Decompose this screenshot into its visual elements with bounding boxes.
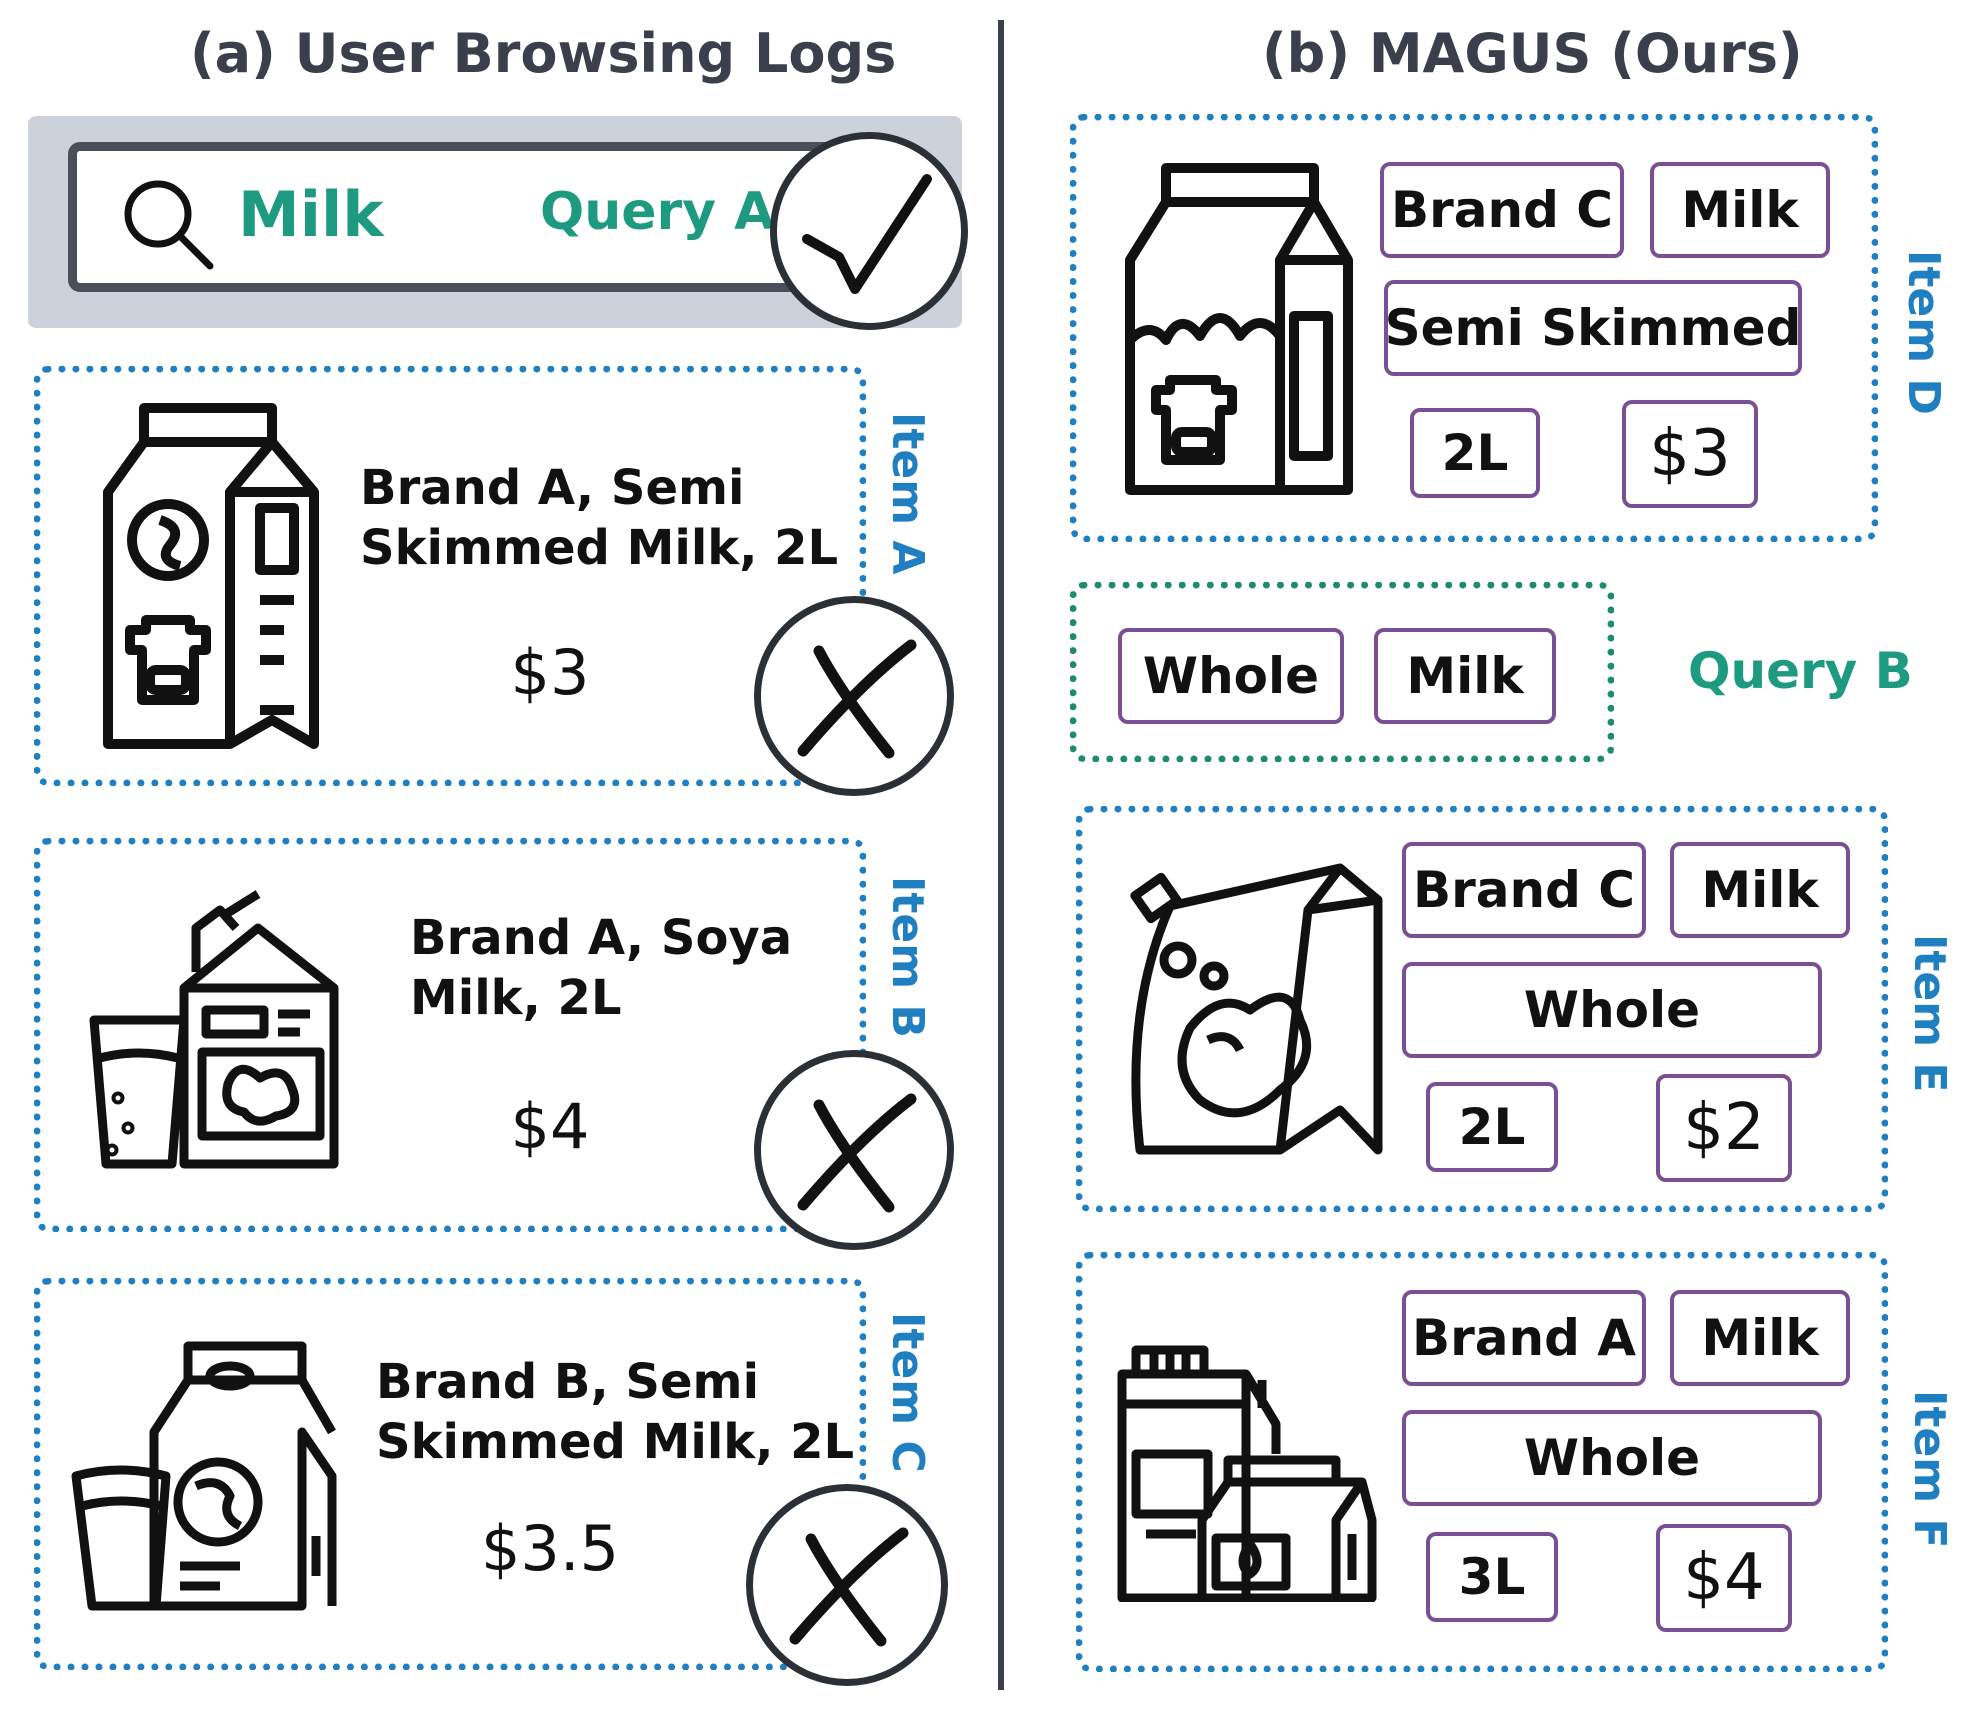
item-b-price: $4 [510,1090,590,1163]
item-a-price: $3 [510,636,590,709]
item-a-label: Item A [882,412,933,575]
item-f-product-tag: Milk [1670,1290,1850,1386]
item-c-label: Item C [882,1312,933,1473]
milk-cartons-icon [1116,1344,1378,1602]
item-f-label: Item F [1904,1390,1955,1549]
cross-icon [797,1093,917,1213]
query-a-label: Query A [540,182,775,242]
query-b-milk-tag: Milk [1374,628,1556,724]
panel-divider [998,20,1004,1690]
item-d-card[interactable] [1070,114,1878,542]
item-e-price-tag: $2 [1656,1074,1792,1182]
item-a-description-line2: Skimmed Milk, 2L [360,520,839,576]
item-d-product-tag: Milk [1650,162,1830,258]
query-b-whole-tag: Whole [1118,628,1344,724]
item-e-type-tag: Whole [1402,962,1822,1058]
item-c-description-line2: Skimmed Milk, 2L [376,1414,855,1470]
item-f-card[interactable] [1076,1252,1888,1672]
item-d-size-tag: 2L [1410,408,1540,498]
milk-carton-icon [100,400,320,750]
right-panel-title: (b) MAGUS (Ours) [1262,22,1803,85]
item-a-cross-badge [754,596,954,796]
cross-icon [789,1527,909,1647]
item-f-price-tag: $4 [1656,1524,1792,1632]
milk-pouch-icon [1130,860,1390,1160]
item-e-product-tag: Milk [1670,842,1850,938]
item-c-cross-badge [746,1484,948,1686]
item-d-price-tag: $3 [1622,400,1758,508]
item-b-description-line1: Brand A, Soya [410,910,793,966]
item-a-card[interactable] [34,366,866,786]
item-d-label: Item D [1898,250,1949,415]
query-b-box[interactable] [1070,582,1614,762]
item-e-size-tag: 2L [1426,1082,1558,1172]
left-panel-title: (a) User Browsing Logs [190,22,897,85]
item-a-description-line1: Brand A, Semi [360,460,745,516]
query-b-label: Query B [1688,642,1913,700]
search-query-text: Milk [238,178,384,251]
check-mark-badge [770,132,968,330]
item-f-type-tag: Whole [1402,1410,1822,1506]
milk-carton-cow-icon [1120,160,1360,500]
item-b-description-line2: Milk, 2L [410,970,622,1026]
item-f-brand-tag: Brand A [1402,1290,1646,1386]
item-c-price: $3.5 [480,1512,620,1585]
milk-glass-carton-icon [70,1336,340,1616]
cross-icon [797,639,917,759]
item-b-cross-badge [754,1050,954,1250]
item-d-type-tag: Semi Skimmed [1384,280,1802,376]
item-c-card[interactable] [34,1278,866,1670]
item-e-label: Item E [1904,934,1955,1093]
item-e-brand-tag: Brand C [1402,842,1646,938]
item-c-description-line1: Brand B, Semi [376,1354,760,1410]
item-f-size-tag: 3L [1426,1532,1558,1622]
item-d-brand-tag: Brand C [1380,162,1624,258]
soy-milk-icon [88,888,348,1178]
search-box[interactable] [68,142,838,292]
item-e-card[interactable] [1076,806,1888,1212]
search-icon [118,174,218,274]
checkmark-icon [802,174,932,294]
item-b-label: Item B [882,876,933,1038]
item-b-card[interactable] [34,838,866,1232]
